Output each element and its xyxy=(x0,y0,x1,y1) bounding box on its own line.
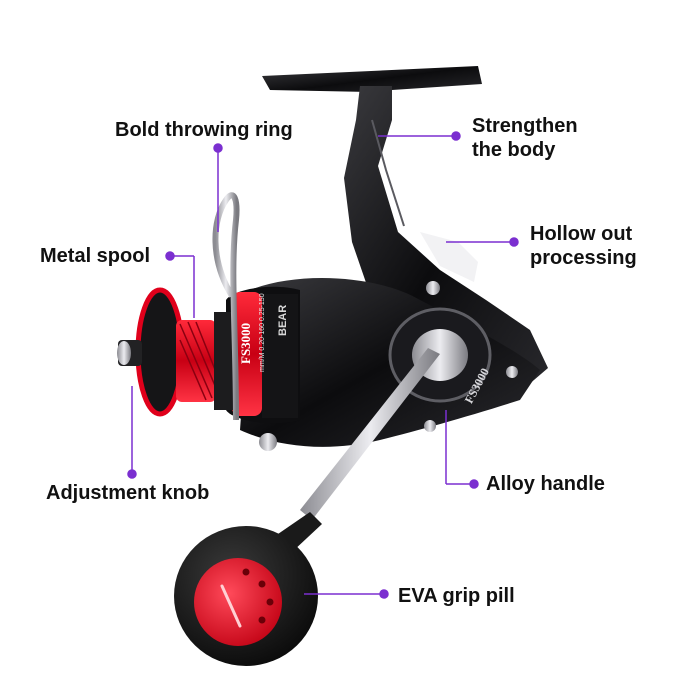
label-metal-spool: Metal spool xyxy=(40,245,151,267)
bail-wire xyxy=(212,192,240,421)
hollow-cutout xyxy=(420,232,478,282)
screw-icon xyxy=(259,433,277,451)
label-strengthen-line1: Strengthen xyxy=(472,115,578,137)
callout-lines xyxy=(127,131,519,599)
screw-icon xyxy=(424,420,436,432)
label-hollow-out-processing: Hollow out processing xyxy=(530,222,700,270)
brand-mark: BEAR xyxy=(277,305,289,336)
drag-knob xyxy=(117,340,142,366)
metal-spool xyxy=(135,287,234,417)
screw-icon xyxy=(426,281,440,295)
eva-grip-knob xyxy=(174,526,318,666)
screw-icon xyxy=(506,366,518,378)
label-bold-throwing-ring: Bold throwing ring xyxy=(115,119,293,141)
rotor: FS3000 mm/M 0.20-160 0.25-150 BEAR xyxy=(226,286,300,424)
label-strengthen-line2: the body xyxy=(472,139,556,161)
model-rotor-text: FS3000 xyxy=(238,323,253,364)
label-adjustment-knob: Adjustment knob xyxy=(46,482,210,504)
spool-spec-text: mm/M 0.20-160 0.25-150 xyxy=(259,293,266,372)
label-eva-grip-pill: EVA grip pill xyxy=(398,585,515,607)
label-hollow-line2: processing xyxy=(530,247,637,269)
label-strengthen-body: Strengthen the body xyxy=(472,114,642,162)
label-hollow-line1: Hollow out xyxy=(530,223,633,245)
label-alloy-handle: Alloy handle xyxy=(486,473,605,495)
